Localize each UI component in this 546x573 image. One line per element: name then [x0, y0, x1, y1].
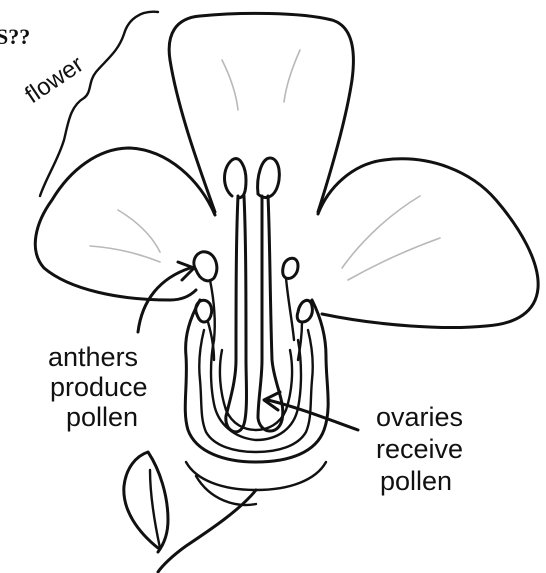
label-anthers-line-3: pollen [66, 402, 138, 432]
label-anthers-line-2: produce [50, 372, 148, 402]
label-ovaries-line-1: ovaries [376, 402, 463, 432]
flower-bracket [40, 12, 158, 196]
label-ovaries-line-3: pollen [380, 466, 452, 496]
left-pistil [226, 196, 247, 432]
right-petal-vein [342, 196, 420, 268]
right-lower-anther [297, 300, 312, 322]
cup-layer-2 [199, 330, 313, 452]
cup-outer [185, 300, 328, 462]
leaf [124, 452, 168, 552]
label-flower: flower [20, 51, 88, 109]
title-fragment: S?? [0, 24, 30, 49]
cup-layer-3 [211, 340, 301, 440]
right-upper-anther [283, 258, 298, 278]
leaf-midrib [150, 470, 160, 548]
label-ovaries-line-2: receive [376, 434, 463, 464]
left-petal-vein [90, 246, 160, 262]
right-stigma [258, 158, 280, 197]
label-ovaries: ovaries receive pollen [376, 402, 463, 496]
top-petal-vein [284, 50, 300, 102]
left-stigma [225, 159, 247, 198]
stem [158, 490, 256, 572]
top-petal [169, 13, 353, 212]
left-petal-vein [118, 210, 160, 252]
left-petal [35, 148, 215, 300]
left-lower-anther [196, 300, 212, 322]
right-upper-filament [286, 278, 294, 340]
label-anthers: anthers produce pollen [48, 342, 148, 432]
base-sepal [186, 462, 326, 490]
left-upper-anther [194, 252, 217, 281]
top-petal-vein [222, 60, 238, 110]
label-anthers-line-1: anthers [48, 342, 138, 372]
